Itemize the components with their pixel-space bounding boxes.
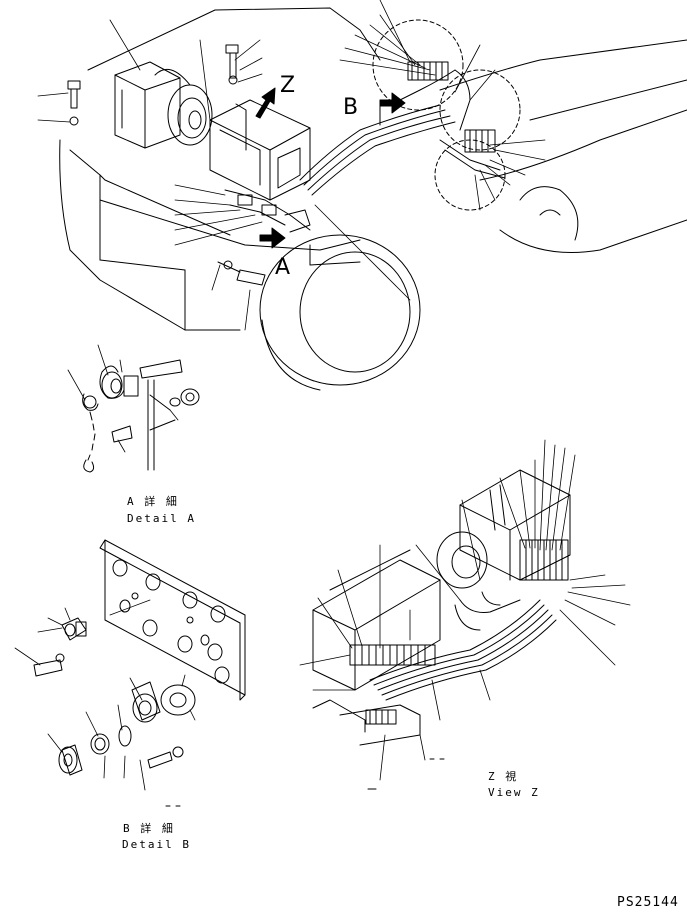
view-z-caption-ja: Z 視 <box>488 770 519 783</box>
detail-b-caption-en: Detail B <box>122 838 191 851</box>
arrow-b <box>379 92 406 114</box>
bracket-components <box>224 189 311 233</box>
bolt-lower <box>217 260 266 286</box>
drawing-code: PS25144 <box>617 895 679 910</box>
detail-a-caption-en: Detail A <box>127 512 196 525</box>
callout-a: A <box>275 255 291 280</box>
callout-circle-mid <box>439 69 521 151</box>
motor-unit <box>114 61 213 149</box>
detail-a-caption-ja: A 詳 細 <box>127 495 179 508</box>
harness-main <box>299 69 506 196</box>
arrow-z <box>255 87 276 119</box>
view-z-connector-right <box>519 539 569 581</box>
callout-b: B <box>343 95 359 120</box>
view-z-drawing <box>299 439 631 781</box>
view-z-caption-en: View Z <box>488 786 540 799</box>
control-box <box>209 99 311 201</box>
callout-z: Z <box>280 73 296 98</box>
bolt-top <box>225 44 239 85</box>
leader-lines-top <box>37 0 546 331</box>
main-assembly <box>37 0 687 391</box>
tire-outline <box>259 234 421 386</box>
bolt-left <box>67 80 81 126</box>
detail-b-caption-ja: B 詳 細 <box>123 822 175 835</box>
detail-b-drawing <box>14 539 246 791</box>
arrow-a <box>259 227 286 249</box>
callout-circle-lower <box>434 139 506 211</box>
detail-a-drawing <box>67 344 200 473</box>
connector-upper <box>407 61 449 81</box>
